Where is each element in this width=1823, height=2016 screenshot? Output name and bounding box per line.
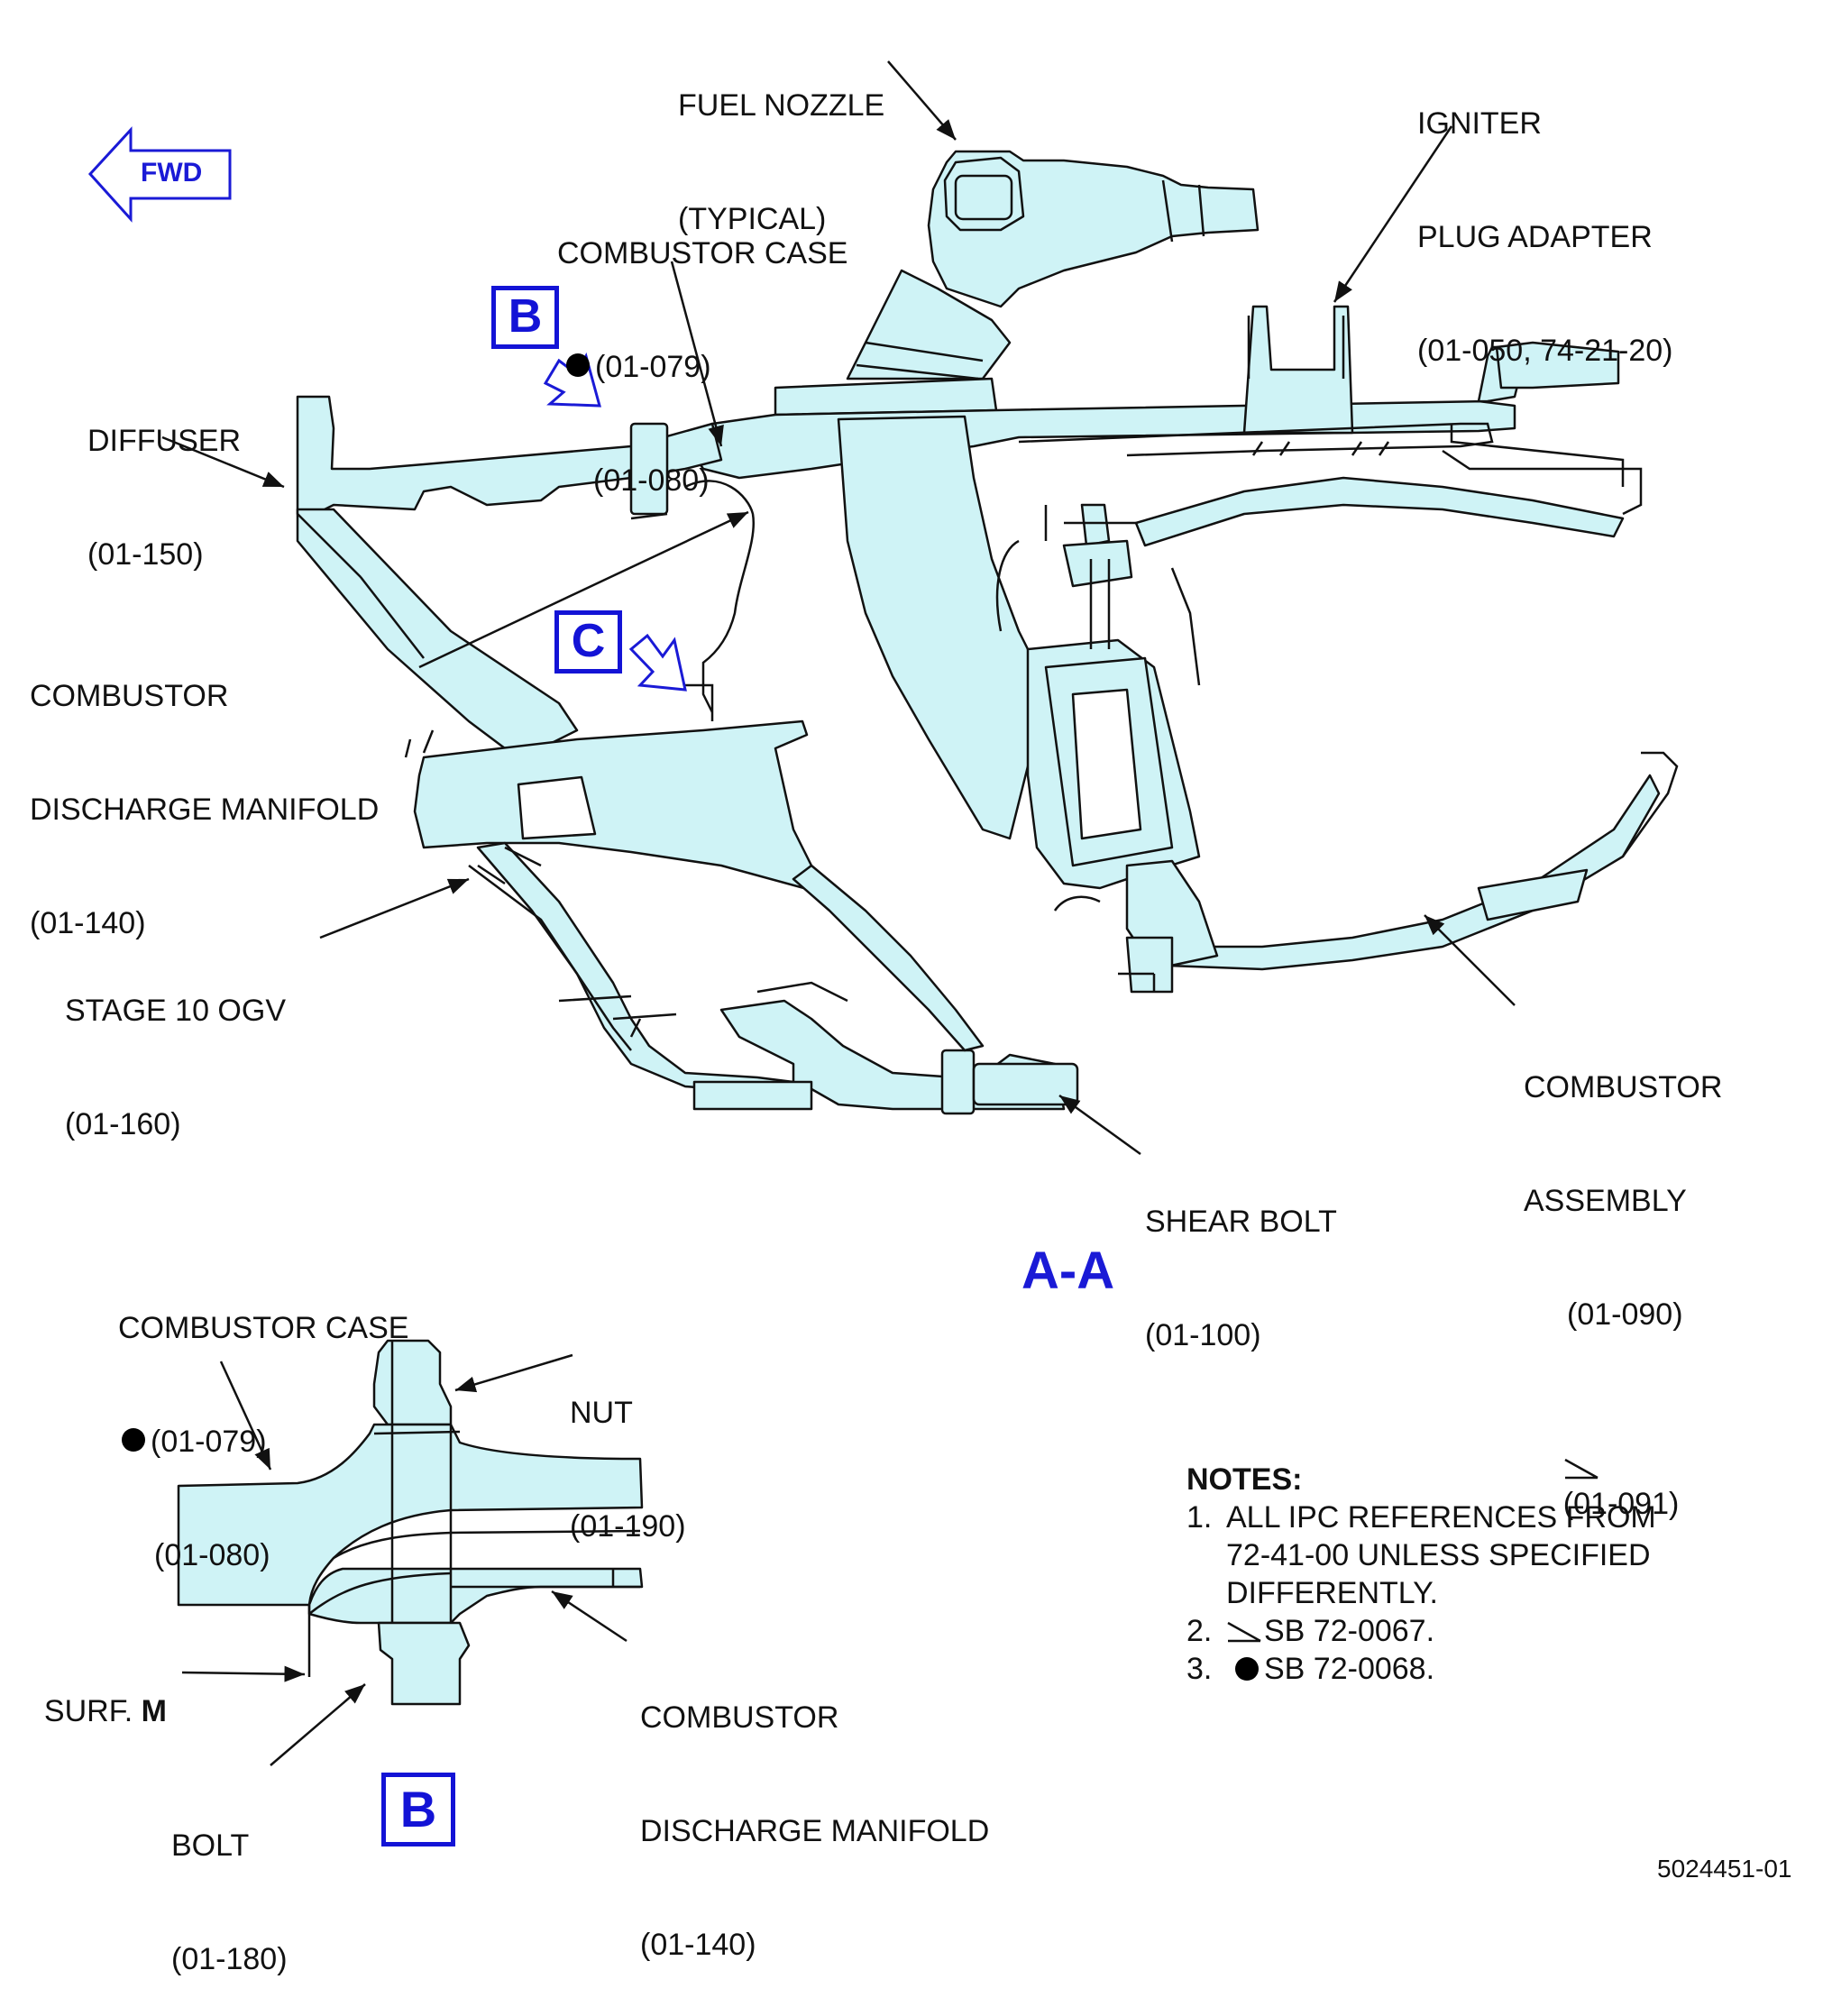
igniter-adapter: [1242, 305, 1354, 435]
view-b-marker: B: [491, 286, 559, 349]
detail-b-linework: [307, 1341, 641, 1677]
main-section-parts: [296, 150, 1661, 1115]
section-a-a-title: A-A: [1021, 1242, 1115, 1300]
combustor-discharge-manifold-label: COMBUSTOR DISCHARGE MANIFOLD (01-140): [30, 679, 380, 940]
revision-triangle-icon: [1227, 1621, 1261, 1643]
notes-title: NOTES:: [1186, 1462, 1303, 1497]
leader-lines: [161, 60, 1516, 1766]
revision-triangle-icon: [1564, 1458, 1599, 1480]
detail-b-title: B: [381, 1773, 455, 1846]
detail-case-body: [177, 1423, 644, 1607]
note-3: 3. SB 72-0068.: [1186, 1652, 1435, 1686]
detail-bolt: [377, 1621, 471, 1706]
surf-m-label: SURF. M: [43, 1694, 167, 1728]
view-c-marker: C: [554, 610, 622, 674]
note-2: 2. SB 72-0067.: [1186, 1614, 1435, 1648]
bolt-label: BOLT (01-180): [171, 1828, 288, 1976]
bullet-dot-icon: [1235, 1657, 1259, 1681]
detail-combustor-discharge-manifold-label: COMBUSTOR DISCHARGE MANIFOLD (01-140): [640, 1700, 990, 1962]
diffuser-label: DIFFUSER (01-150): [87, 424, 241, 572]
fwd-arrow-icon: [87, 126, 232, 223]
drawing-number: 5024451-01: [1657, 1855, 1792, 1883]
stage-10-ogv: [413, 719, 822, 894]
fwd-label: FWD: [141, 158, 203, 188]
view-c-arrow-icon: [628, 633, 687, 692]
notes-block: NOTES: 1. ALL IPC REFERENCES FROM 72-41-…: [1186, 1461, 1656, 1688]
combustor-assembly-label: COMBUSTOR ASSEMBLY (01-090) (01-091): [1524, 1070, 1723, 1521]
detail-combustor-case-label: COMBUSTOR CASE (01-079) (01-080): [118, 1311, 409, 1572]
outer-liner: [1134, 476, 1625, 547]
fuel-nozzle-label: FUEL NOZZLE (TYPICAL): [678, 88, 885, 236]
main-section-linework: [297, 316, 1679, 1051]
note-1: 1. ALL IPC REFERENCES FROM 72-41-00 UNLE…: [1186, 1500, 1656, 1610]
bullet-dot-icon: [122, 1428, 145, 1452]
bullet-dot-icon: [566, 353, 590, 377]
stage-10-ogv-label: STAGE 10 OGV (01-160): [65, 994, 287, 1141]
engine-cross-section-drawing: [87, 60, 1679, 1766]
nozzle-fitting: [1495, 341, 1620, 389]
shear-bolt-label: SHEAR BOLT (01-100): [1145, 1205, 1337, 1352]
nut-label: NUT (01-190): [570, 1396, 686, 1544]
combustor-case-label: COMBUSTOR CASE (01-079) (01-080): [557, 236, 848, 498]
igniter-plug-adapter-label: IGNITER PLUG ADAPTER (01-050, 74-21-20): [1417, 106, 1673, 368]
